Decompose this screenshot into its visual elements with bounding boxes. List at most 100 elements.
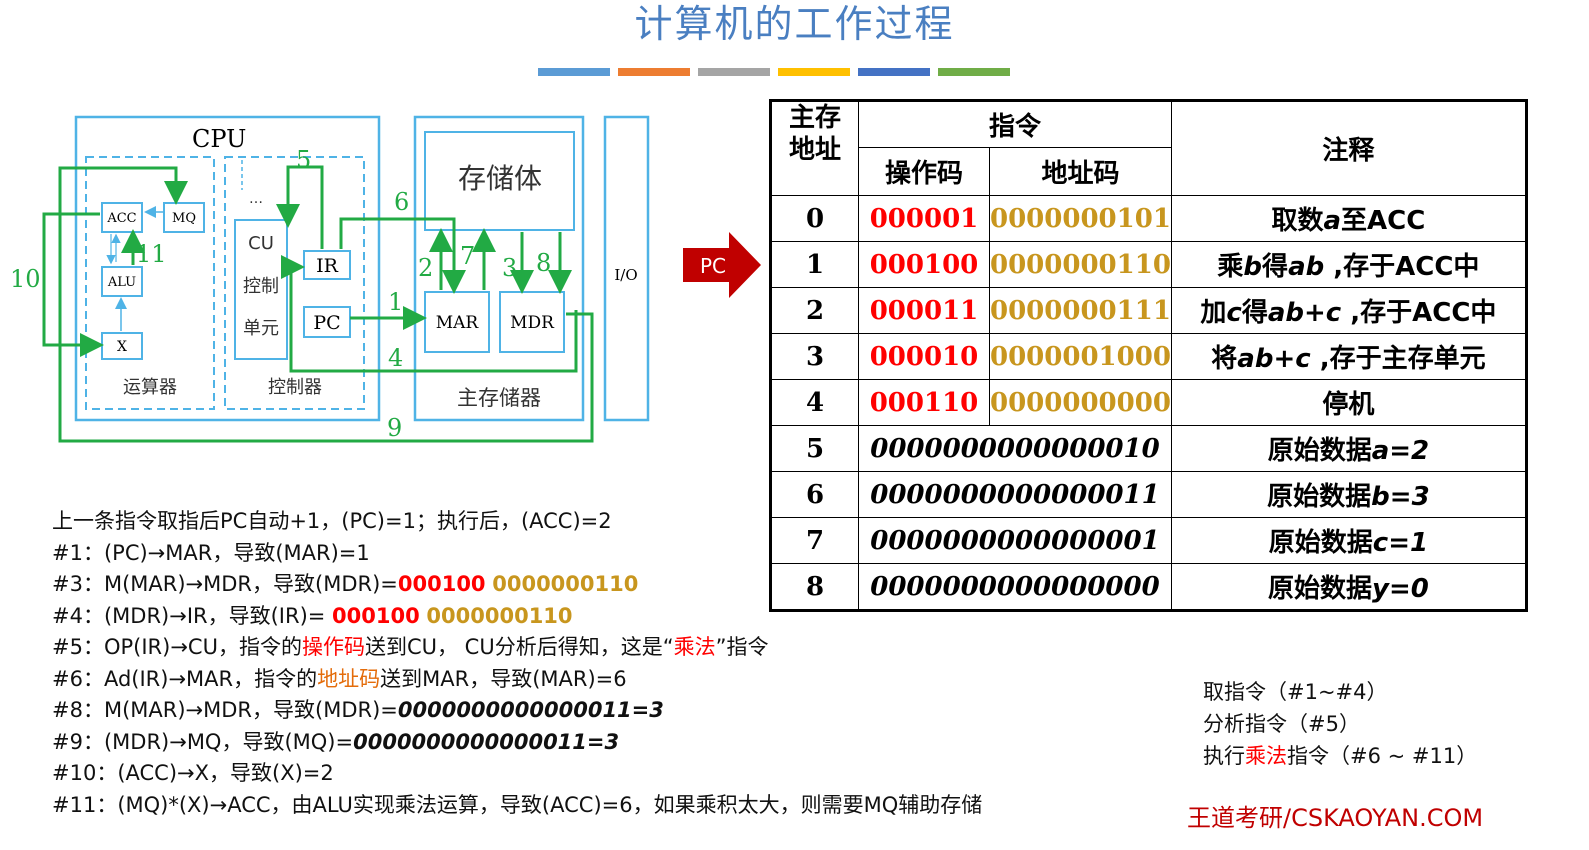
arrow-num-7: 7 xyxy=(460,242,475,270)
pc-pointer-label: PC xyxy=(700,254,726,278)
acc-label: ACC xyxy=(106,211,136,226)
note-part: y=0 xyxy=(1372,574,1429,604)
summary-part: 执行 xyxy=(1203,744,1245,768)
note-part: b=3 xyxy=(1371,482,1430,512)
step-part: #9：(MDR)→MQ，导致(MQ)= xyxy=(52,729,354,754)
opcode-cell: 000011 xyxy=(858,287,990,334)
step-part: #11：(MQ)*(X)→ACC，由ALU实现乘法运算，导致(ACC)=6，如果… xyxy=(52,792,983,817)
step-line: #11：(MQ)*(X)→ACC，由ALU实现乘法运算，导致(ACC)=6，如果… xyxy=(52,790,982,822)
control-unit-label: 控制器 xyxy=(268,377,322,398)
step-part: 送到MAR，导致(MAR)=6 xyxy=(380,666,627,691)
arrow-num-11: 11 xyxy=(136,240,167,268)
note-cell: 取数a至ACC xyxy=(1170,195,1527,242)
step-line: #10：(ACC)→X，导致(X)=2 xyxy=(52,758,982,790)
arrow-num-3: 3 xyxy=(502,254,517,282)
summary-part: 取指令（#1~#4） xyxy=(1203,680,1388,704)
step-line: #5：OP(IR)→CU，指令的操作码送到CU， CU分析后得知，这是“乘法”指… xyxy=(52,632,982,664)
address-cell: 4 xyxy=(770,379,859,426)
cu-box xyxy=(234,219,288,360)
mq-label: MQ xyxy=(172,211,196,226)
note-part: 原始数据 xyxy=(1267,482,1372,512)
address-cell: 3 xyxy=(770,333,859,380)
step-part: 0000000110 xyxy=(426,603,573,628)
note-part: 原始数据 xyxy=(1268,574,1373,604)
header-addrcode: 地址码 xyxy=(989,147,1172,196)
opcode-cell: 000110 xyxy=(858,379,990,426)
cpu-label: CPU xyxy=(192,125,246,153)
step-line: #9：(MDR)→MQ，导致(MQ)=0000000000000011=3 xyxy=(52,727,982,759)
addrcode-cell: 0000000110 xyxy=(989,241,1172,288)
title-bar-4 xyxy=(778,68,850,76)
note-cell: 将ab+c ,存于主存单元 xyxy=(1170,333,1527,380)
summary-part: 指令（#6 ~ #11） xyxy=(1287,744,1478,768)
note-part: ab+c xyxy=(1267,298,1342,328)
note-part: ,存于ACC中 xyxy=(1324,252,1480,282)
step-part: 乘法 xyxy=(673,635,716,659)
memory-label: 主存储器 xyxy=(457,386,541,410)
step-part: 000100 xyxy=(397,572,486,596)
alu-unit-label: 运算器 xyxy=(123,377,177,398)
header-address: 主存 地址 xyxy=(770,100,859,196)
note-part: 原始数据 xyxy=(1267,436,1372,466)
note-part: 原始数据 xyxy=(1268,528,1373,558)
cpu-frame xyxy=(74,115,381,422)
addrcode-cell: 0000000111 xyxy=(989,287,1172,334)
note-part: c xyxy=(1226,298,1242,328)
note-part: a=2 xyxy=(1371,436,1430,466)
address-cell: 7 xyxy=(770,517,859,564)
note-part: 得 xyxy=(1241,298,1268,328)
control-unit-frame xyxy=(224,156,365,410)
note-part: ,存于主存单元 xyxy=(1310,344,1486,374)
step-part: 000100 xyxy=(332,603,420,628)
step-part: 上一条指令取指后PC自动+1，(PC)=1；执行后，(ACC)=2 xyxy=(52,509,612,533)
pc-pointer-shape xyxy=(683,232,761,298)
arrow-num-10: 10 xyxy=(10,265,41,293)
step-line: #4：(MDR)→IR，导致(IR)= 000100 0000000110 xyxy=(52,601,982,633)
title-bar-2 xyxy=(618,68,690,76)
step-part: #8：M(MAR)→MDR，导致(MDR)= xyxy=(52,698,398,722)
note-cell: 原始数据a=2 xyxy=(1170,425,1527,472)
addrcode-cell: 0000000101 xyxy=(989,195,1172,242)
step-part: #1：(PC)→MAR，导致(MAR)=1 xyxy=(52,540,370,565)
step-part: 地址码 xyxy=(317,666,381,691)
title-bar-1 xyxy=(538,68,610,76)
cu-dots: … xyxy=(249,191,263,207)
step-part: #5：OP(IR)→CU，指令的 xyxy=(52,635,302,659)
pc-pointer-arrow: PC xyxy=(683,232,761,298)
alu-box xyxy=(101,266,143,297)
opcode-cell: 000001 xyxy=(858,195,990,242)
step-line: #6：Ad(IR)→MAR，指令的地址码送到MAR，导致(MAR)=6 xyxy=(52,664,982,696)
step-line: #3：M(MAR)→MDR，导致(MDR)=000100 0000000110 xyxy=(52,569,982,601)
storage-body-label: 存储体 xyxy=(458,162,542,195)
slide-title: 计算机的工作过程 xyxy=(634,2,955,46)
cu-line-1: CU xyxy=(248,233,274,254)
arrow-num-5: 5 xyxy=(296,146,311,174)
note-cell: 原始数据b=3 xyxy=(1170,471,1527,518)
note-part: ab+c xyxy=(1237,344,1311,374)
address-cell: 0 xyxy=(770,195,859,242)
summary-line: 执行乘法指令（#6 ~ #11） xyxy=(1203,740,1477,772)
address-cell: 8 xyxy=(770,563,859,611)
data-cell: 0000000000000001 xyxy=(858,517,1172,564)
opcode-cell: 000100 xyxy=(858,241,990,288)
step-part: 0000000110 xyxy=(492,572,639,596)
addrcode-cell: 0000000000 xyxy=(989,379,1172,426)
summary-part: 分析指令（#5） xyxy=(1203,712,1360,736)
address-cell: 1 xyxy=(770,241,859,288)
note-part: 加 xyxy=(1200,298,1227,328)
pc-box xyxy=(303,306,351,338)
execution-steps: 上一条指令取指后PC自动+1，(PC)=1；执行后，(ACC)=2 #1：(PC)… xyxy=(52,506,982,821)
address-cell: 5 xyxy=(770,425,859,472)
note-part: a xyxy=(1323,206,1342,236)
note-part: ab xyxy=(1288,252,1325,282)
note-cell: 原始数据c=1 xyxy=(1170,517,1527,564)
storage-body-box xyxy=(424,131,575,231)
title-bar-5 xyxy=(858,68,930,76)
data-cell: 0000000000000010 xyxy=(858,425,1172,472)
phase-summary: 取指令（#1~#4） 分析指令（#5） 执行乘法指令（#6 ~ #11） xyxy=(1203,676,1477,772)
address-cell: 2 xyxy=(770,287,859,334)
